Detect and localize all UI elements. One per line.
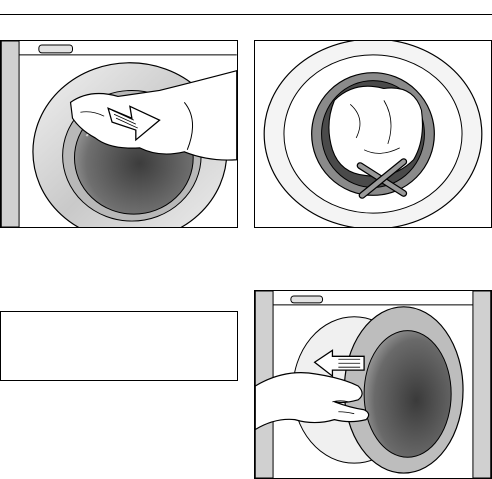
figure-load-drum — [254, 40, 492, 228]
drawer-handle — [39, 45, 73, 53]
machine-side-panel — [1, 41, 19, 227]
open-door-illustration — [1, 41, 237, 227]
laundry-load — [329, 86, 423, 176]
door-glass — [364, 331, 451, 458]
figure-close-door — [254, 290, 492, 479]
header-rule — [0, 14, 492, 15]
load-drum-illustration — [255, 41, 491, 227]
close-door-illustration — [255, 291, 491, 478]
figure-open-door — [0, 40, 238, 228]
drawer-handle — [291, 296, 323, 303]
note-box — [0, 311, 238, 381]
